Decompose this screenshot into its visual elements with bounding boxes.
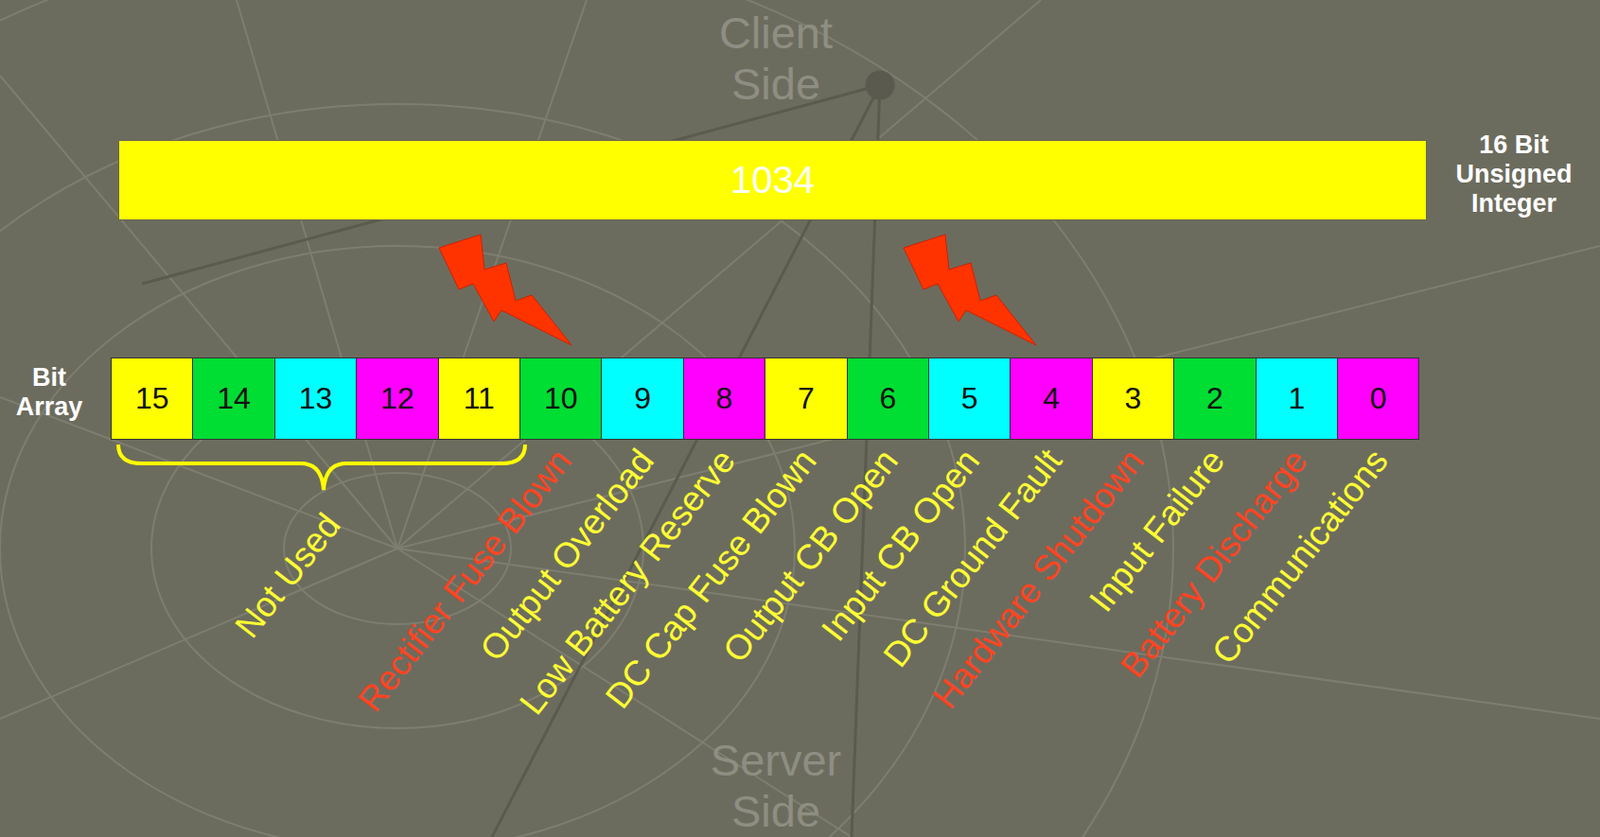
integer-bar: 1034	[118, 140, 1427, 221]
bit-number: 5	[961, 381, 979, 417]
bit-cell: 4	[1009, 357, 1092, 440]
bit-number: 9	[633, 381, 651, 417]
lightning-bolt	[903, 234, 1037, 346]
bit-number: 12	[380, 381, 415, 417]
bit-cell: 13	[274, 357, 357, 440]
bit-number: 15	[135, 381, 170, 417]
bit-number: 7	[797, 381, 815, 417]
bit-cell: 0	[1336, 357, 1420, 440]
bit-cell: 2	[1173, 357, 1256, 440]
array-label: Bit Array	[6, 363, 92, 422]
bit-number: 8	[716, 381, 734, 417]
bit-cell: 1	[1255, 357, 1338, 440]
bit-cell: 8	[683, 357, 766, 440]
bit-number: 14	[216, 381, 251, 417]
bit-number: 1	[1287, 381, 1305, 417]
lightning-bolt	[439, 234, 572, 346]
lightning-bolts	[439, 234, 1037, 346]
bit-number: 3	[1125, 381, 1143, 417]
bit-number: 0	[1370, 381, 1388, 417]
not-used-bracket	[118, 444, 526, 491]
watermark: Server Side	[681, 735, 871, 837]
bit-cell: 10	[519, 357, 602, 440]
bit-cell: 12	[355, 357, 439, 440]
type-label: 16 Bit Unsigned Integer	[1442, 130, 1585, 219]
integer-value: 1034	[730, 158, 815, 202]
bit-number: 4	[1042, 381, 1060, 417]
bit-number: 10	[544, 381, 579, 417]
bit-cell: 3	[1091, 357, 1175, 440]
bit-cell: 15	[110, 357, 194, 440]
bit-cell: 5	[928, 357, 1011, 440]
bit-number: 2	[1206, 381, 1224, 417]
bit-number: 11	[463, 381, 495, 417]
bit-number: 13	[298, 381, 334, 417]
bit-cell: 14	[192, 357, 275, 440]
bit-cell: 11	[438, 357, 521, 440]
bit-cell: 6	[846, 357, 930, 440]
watermark: Client Side	[681, 7, 871, 110]
bit-cell: 7	[764, 357, 847, 440]
bit-cell: 9	[600, 357, 684, 440]
bit-number: 6	[879, 381, 897, 417]
bit-meaning-label: Not Used	[228, 506, 349, 646]
